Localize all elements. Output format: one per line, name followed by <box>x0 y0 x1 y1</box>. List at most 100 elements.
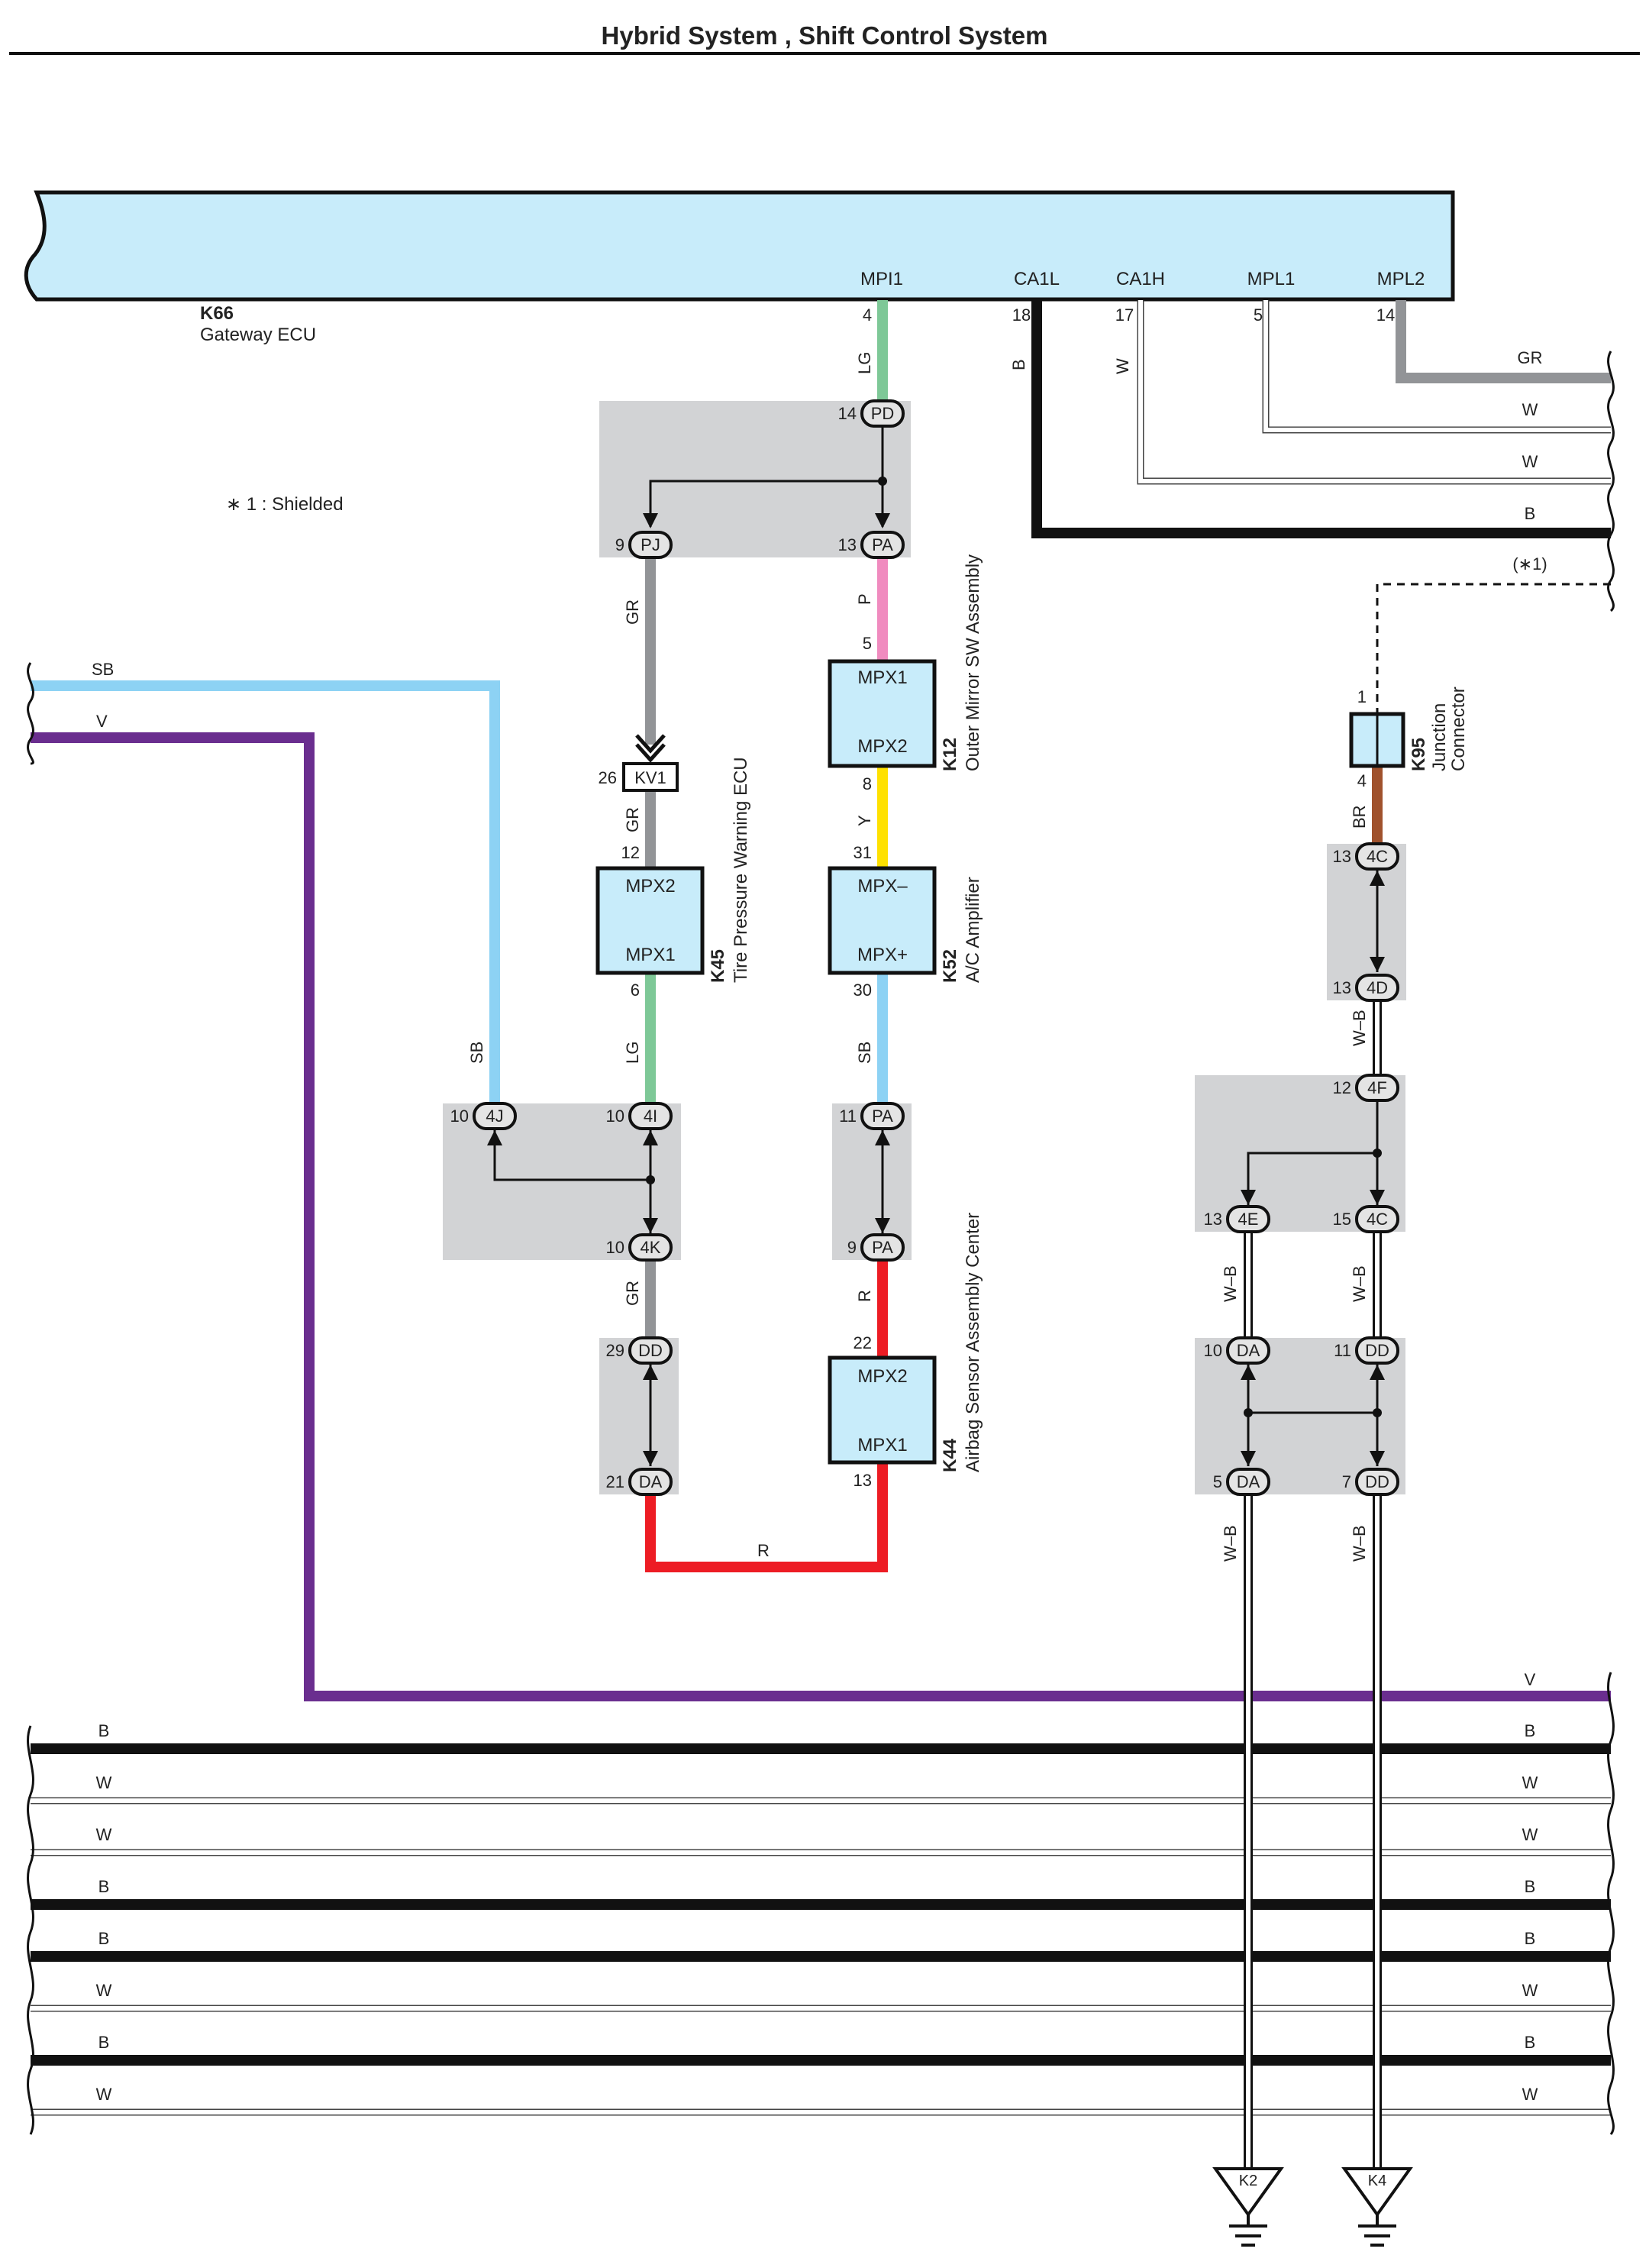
splice-da-dot-l <box>1244 1408 1253 1417</box>
arrow-pj-top <box>643 513 658 528</box>
break-marks <box>27 351 1615 2135</box>
conn-4k-code: 4K <box>641 1238 661 1257</box>
arrow-dd-up-r <box>1370 1365 1385 1380</box>
label-sb-k52: SB <box>855 1042 874 1064</box>
label-wb-5: W–B <box>1350 1525 1369 1562</box>
label-w-ca1h: W <box>1113 358 1132 374</box>
k52-top-label: MPX– <box>857 876 908 897</box>
k45-pin-top: 12 <box>621 843 640 862</box>
bus-label-right-3: W <box>1522 1825 1538 1844</box>
arrow-da-up-l <box>1241 1365 1256 1380</box>
label-wb-4: W–B <box>1221 1525 1240 1562</box>
gateway-pin-name-mpi1: MPI1 <box>860 269 903 289</box>
gateway-pin-name-mpl1: MPL1 <box>1247 269 1296 289</box>
oval-dd2 <box>1355 1336 1399 1365</box>
bus-label-right-6: W <box>1522 1981 1538 2000</box>
conn-4c-code: 4C <box>1367 847 1388 866</box>
k44-code: K44 <box>940 1438 960 1472</box>
conn-4d-pin: 13 <box>1333 978 1351 997</box>
conn-pj-pin: 9 <box>615 535 624 554</box>
ground-k4-label: K4 <box>1368 2173 1386 2189</box>
conn-pa2-pin: 11 <box>839 1107 857 1126</box>
label-lg-k45: LG <box>623 1042 642 1064</box>
oval-dd3 <box>1355 1468 1399 1496</box>
k45-pin-bottom: 6 <box>631 981 640 1000</box>
oval-4k <box>628 1233 673 1262</box>
k12-pin-top: 5 <box>863 634 872 653</box>
conn-dd-pin: 29 <box>606 1341 624 1360</box>
label-shield-ref: (∗1) <box>1512 554 1547 573</box>
conn-da2-pin: 10 <box>1204 1341 1222 1360</box>
label-v-right: V <box>1525 1670 1536 1689</box>
oval-da2 <box>1226 1336 1270 1365</box>
arrow-4c2 <box>1370 1190 1385 1205</box>
conn-pa1-code: PA <box>872 535 893 554</box>
ground-k2-label: K2 <box>1239 2173 1257 2189</box>
ground-k2-icon <box>1229 2215 1267 2247</box>
gateway-pin-name-ca1l: CA1L <box>1014 269 1060 289</box>
conn-dd2-code: DD <box>1365 1341 1389 1360</box>
conn-dd-code: DD <box>638 1341 663 1360</box>
gateway-code: K66 <box>200 303 234 324</box>
oval-4c <box>1355 842 1399 871</box>
wire-w-mpl1-inner <box>1263 300 1611 432</box>
oval-4d <box>1355 974 1399 1002</box>
shield-note: ∗ 1 : Shielded <box>226 494 344 515</box>
conn-pa1-pin: 13 <box>838 535 857 554</box>
wire-shielded <box>1376 583 1611 714</box>
conn-pa3-pin: 9 <box>847 1238 857 1257</box>
k12-code: K12 <box>940 738 960 771</box>
conn-da2-code: DA <box>1237 1341 1260 1360</box>
ground-k2: K2 <box>1212 2167 1284 2247</box>
connector-labels: PD 14 PJ 9 PA 13 KV1 26 4J 10 4I 10 4K 1… <box>450 404 1389 1491</box>
bus-label-left-3: W <box>96 1825 112 1844</box>
page-title: Hybrid System , Shift Control System <box>602 21 1048 50</box>
wire-b-ca1l <box>1031 300 1611 538</box>
conn-4i-pin: 10 <box>606 1107 624 1126</box>
oval-4i <box>628 1102 673 1130</box>
arrow-4d-down <box>1370 957 1385 972</box>
wire-w-ca1h-inner <box>1138 300 1611 483</box>
bus-label-right-4: B <box>1525 1877 1536 1896</box>
bus-label-right-5: B <box>1525 1929 1536 1948</box>
kv1-chevrons <box>635 734 666 763</box>
label-wb-2: W–B <box>1221 1265 1240 1302</box>
k44-box <box>828 1355 937 1465</box>
bus-label-left-4: B <box>98 1877 110 1896</box>
oval-pd <box>860 399 905 428</box>
label-wb-1: W–B <box>1350 1010 1369 1046</box>
label-gr-pj: GR <box>623 599 642 625</box>
arrow-pa2-up <box>875 1130 890 1145</box>
arrow-da-down-l <box>1241 1451 1256 1466</box>
bus-label-right-1: B <box>1525 1721 1536 1740</box>
ground-k4-icon <box>1358 2215 1396 2247</box>
break-right-bottom <box>1607 1672 1615 2135</box>
conn-4j-code: 4J <box>486 1107 503 1126</box>
k45-name: Tire Pressure Warning ECU <box>731 757 751 983</box>
k52-bottom-label: MPX+ <box>857 945 908 965</box>
conn-da3-code: DA <box>1237 1472 1260 1491</box>
k44-bottom-label: MPX1 <box>857 1435 907 1455</box>
oval-dd <box>628 1336 673 1365</box>
gateway-pin-18: 18 <box>1012 305 1031 325</box>
label-br: BR <box>1350 805 1369 829</box>
k12-box <box>828 659 937 768</box>
conn-pd-pin: 14 <box>838 404 857 423</box>
conn-4c2-code: 4C <box>1367 1210 1388 1229</box>
k95-name1: Junction <box>1429 703 1450 771</box>
conn-4c2-pin: 15 <box>1333 1210 1351 1229</box>
conn-4k-pin: 10 <box>606 1238 624 1257</box>
label-b-ca1l: B <box>1009 359 1028 370</box>
k44-pin-bottom: 13 <box>854 1471 872 1490</box>
bus-label-right-8: W <box>1522 2085 1538 2104</box>
k12-bottom-label: MPX2 <box>857 736 907 757</box>
component-k12: MPX1 MPX2 K12 Outer Mirror SW Assembly <box>828 554 983 771</box>
bus-label-left-8: W <box>96 2085 112 2104</box>
gateway-pin-14: 14 <box>1376 305 1395 325</box>
k45-top-label: MPX2 <box>625 876 675 897</box>
k12-name: Outer Mirror SW Assembly <box>963 554 983 771</box>
label-r-bottom: R <box>757 1541 770 1560</box>
arrow-4k <box>643 1218 658 1233</box>
gateway-pin-name-ca1h: CA1H <box>1116 269 1165 289</box>
ground-k4-triangle <box>1341 2167 1413 2218</box>
